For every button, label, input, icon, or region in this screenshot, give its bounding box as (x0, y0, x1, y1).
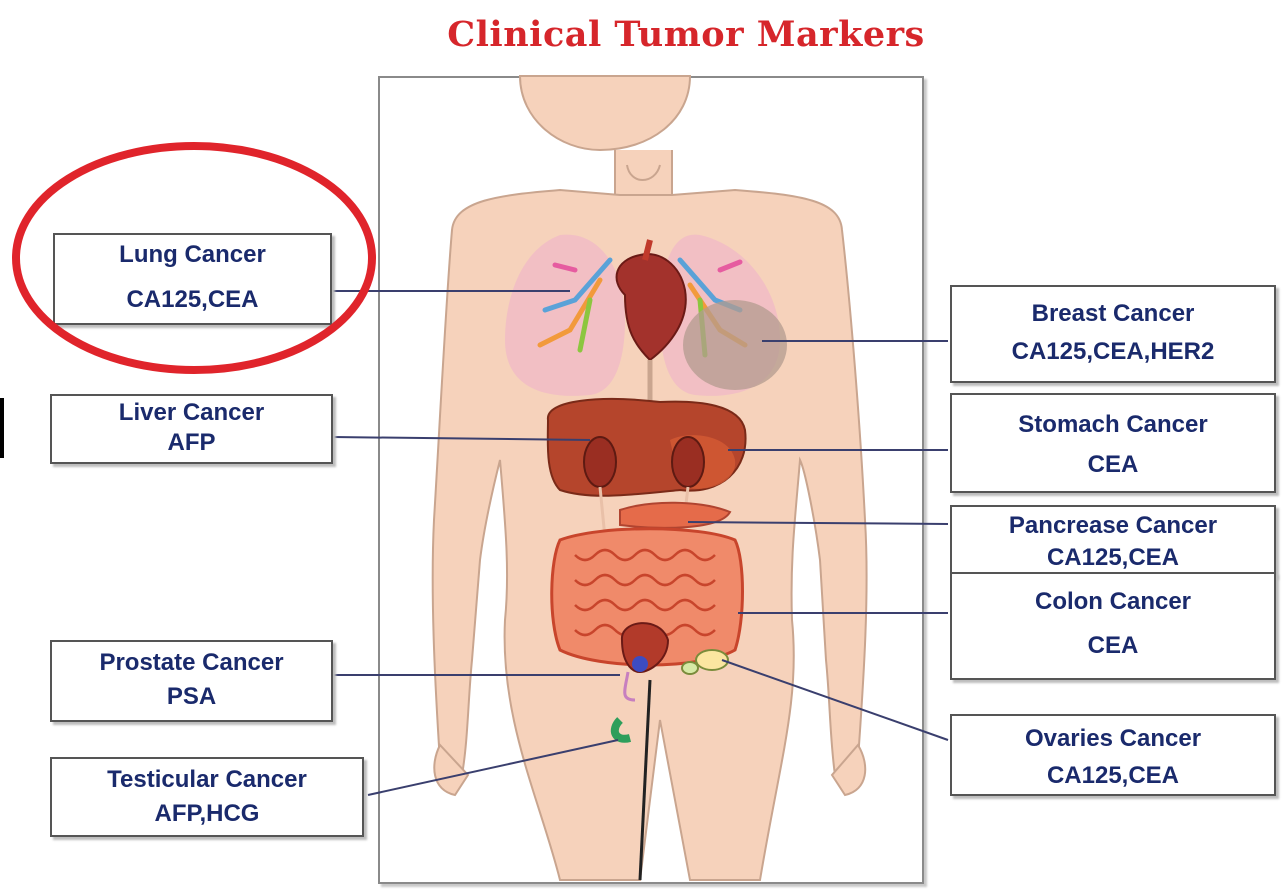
label-testicular-cancer: Testicular Cancer AFP,HCG (50, 757, 364, 837)
cancer-name: Lung Cancer (55, 239, 330, 270)
cancer-name: Ovaries Cancer (952, 720, 1274, 757)
marker-list: CEA (952, 624, 1274, 668)
label-ovaries-cancer: Ovaries Cancer CA125,CEA (950, 714, 1276, 796)
marker-list: CA125,CEA (952, 542, 1274, 574)
label-prostate-cancer: Prostate Cancer PSA (50, 640, 333, 722)
cancer-name: Colon Cancer (952, 580, 1274, 624)
cancer-name: Breast Cancer (952, 295, 1274, 333)
marker-list: CA125,CEA (55, 284, 330, 315)
label-colon-cancer: Colon Cancer CEA (950, 572, 1276, 680)
label-liver-cancer: Liver Cancer AFP (50, 394, 333, 464)
marker-list: CEA (952, 445, 1274, 485)
label-stomach-cancer: Stomach Cancer CEA (950, 393, 1276, 493)
edge-mark (0, 398, 4, 458)
label-lung-cancer: Lung Cancer CA125,CEA (53, 233, 332, 325)
cancer-name: Testicular Cancer (52, 763, 362, 797)
cancer-name: Stomach Cancer (952, 405, 1274, 445)
marker-list: CA125,CEA,HER2 (952, 333, 1274, 371)
label-pancrease-cancer: Pancrease Cancer CA125,CEA (950, 505, 1276, 577)
marker-list: CA125,CEA (952, 757, 1274, 794)
label-breast-cancer: Breast Cancer CA125,CEA,HER2 (950, 285, 1276, 383)
marker-list: AFP (52, 428, 331, 458)
cancer-name: Pancrease Cancer (952, 510, 1274, 542)
breast-mass (683, 300, 787, 390)
marker-list: PSA (52, 680, 331, 714)
liver-and-stomach (548, 399, 746, 496)
cancer-name: Liver Cancer (52, 398, 331, 428)
cancer-name: Prostate Cancer (52, 646, 331, 680)
marker-list: AFP,HCG (52, 797, 362, 831)
